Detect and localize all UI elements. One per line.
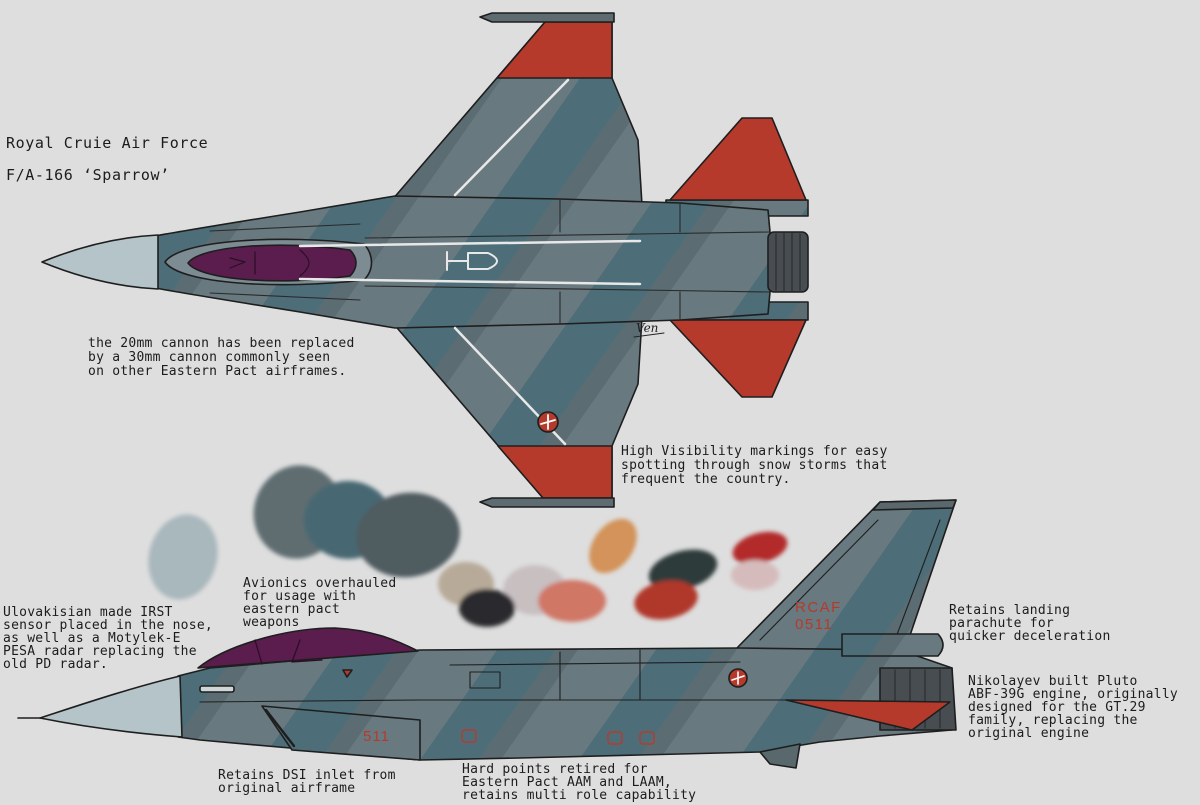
horizontal-stabilizer-upper bbox=[669, 117, 807, 201]
annotation-line: Retains landing bbox=[949, 603, 1071, 618]
dsi-intake bbox=[261, 705, 421, 761]
warning-marker bbox=[342, 669, 353, 678]
intake-lip bbox=[264, 708, 296, 748]
annotation-line: family, replacing the bbox=[968, 713, 1138, 728]
white-stripe-fuselage-lower bbox=[298, 277, 642, 286]
annotation-line: as well as a Motylek-E bbox=[3, 631, 181, 646]
annotation-line: for usage with bbox=[243, 589, 357, 604]
hardpoint-marker bbox=[639, 731, 655, 745]
annotation-line: parachute for bbox=[949, 616, 1054, 631]
signature-underline bbox=[633, 332, 665, 338]
rudder-line bbox=[759, 519, 941, 649]
spine-marking bbox=[446, 251, 498, 271]
annotation-line: the 20mm cannon has been replaced bbox=[88, 336, 355, 351]
canopy-side bbox=[197, 627, 419, 669]
annotation-line: original engine bbox=[968, 726, 1090, 741]
color-swatch bbox=[731, 560, 779, 590]
white-stripe-fuselage-upper bbox=[298, 239, 642, 248]
color-palette bbox=[148, 465, 788, 627]
panel-lines bbox=[209, 198, 771, 325]
ejection-seat bbox=[229, 249, 310, 277]
annotation-line: Ulovakisian made IRST bbox=[3, 605, 173, 620]
annotation-line: sensor placed in the nose, bbox=[3, 618, 213, 633]
annotation-inlet: Retains DSI inlet from original airframe bbox=[218, 769, 396, 795]
color-swatch bbox=[356, 492, 460, 578]
annotation-line: retains multi role capability bbox=[462, 788, 697, 803]
horizontal-stabilizer-side bbox=[785, 699, 951, 731]
hardpoint-marker bbox=[461, 729, 477, 743]
artist-signature: Ven bbox=[636, 321, 658, 335]
color-swatch bbox=[459, 589, 515, 627]
annotation-line: Avionics overhauled bbox=[243, 576, 397, 591]
hardpoint-marker bbox=[607, 731, 623, 745]
annotation-line: designed for the GT.29 bbox=[968, 700, 1146, 715]
annotation-avionics: Avionics overhauled for usage with easte… bbox=[243, 577, 396, 629]
annotation-line: old PD radar. bbox=[3, 657, 108, 672]
side-panel-lines bbox=[199, 649, 791, 703]
annotation-line: ABF-39G engine, originally bbox=[968, 687, 1178, 702]
wingtip-red-lower bbox=[497, 445, 613, 499]
nose-radome-side bbox=[39, 675, 183, 738]
tail-serial: 0511 bbox=[795, 616, 833, 633]
irst-sensor bbox=[199, 685, 235, 693]
annotation-line: Eastern Pact AAM and LAAM, bbox=[462, 775, 672, 790]
annotation-line: weapons bbox=[243, 615, 300, 630]
color-swatch bbox=[148, 514, 218, 600]
parachute-housing bbox=[841, 633, 944, 657]
annotation-cannon: the 20mm cannon has been replaced by a 3… bbox=[88, 337, 355, 379]
annotation-line: Hard points retired for bbox=[462, 762, 648, 777]
nozzle-petals-side bbox=[894, 669, 941, 729]
nozzle-petals bbox=[775, 232, 801, 292]
annotation-irst: Ulovakisian made IRST sensor placed in t… bbox=[3, 606, 213, 671]
top-view-aircraft: Ven bbox=[41, 12, 809, 508]
tail-code: RCAF bbox=[795, 599, 842, 616]
side-view-aircraft: RCAF 0511 511 bbox=[17, 499, 957, 769]
annotation-engine: Nikolayev built Pluto ABF-39G engine, or… bbox=[968, 675, 1178, 740]
wingtip-red-upper bbox=[496, 21, 613, 79]
annotation-line: quicker deceleration bbox=[949, 629, 1111, 644]
annotation-line: Retains DSI inlet from bbox=[218, 768, 396, 783]
color-swatch bbox=[732, 531, 788, 565]
air-force-name: Royal Cruie Air Force bbox=[6, 134, 209, 152]
color-swatch bbox=[538, 580, 606, 622]
annotation-parachute: Retains landing parachute for quicker de… bbox=[949, 604, 1111, 643]
annotation-line: on other Eastern Pact airframes. bbox=[88, 364, 347, 379]
roundel-emblem bbox=[540, 414, 556, 430]
aircraft-designation: F/A-166 ‘Sparrow’ bbox=[6, 166, 170, 184]
roundel-emblem-side bbox=[731, 671, 745, 685]
annotation-line: PESA radar replacing the bbox=[3, 644, 197, 659]
annotation-line: eastern pact bbox=[243, 602, 340, 617]
annotation-line: High Visibility markings for easy bbox=[621, 444, 888, 459]
annotation-line: Nikolayev built Pluto bbox=[968, 674, 1138, 689]
engine-nozzle-top bbox=[767, 231, 809, 293]
color-swatch bbox=[648, 549, 718, 591]
annotation-hardpoints: Hard points retired for Eastern Pact AAM… bbox=[462, 763, 696, 802]
nose-number: 511 bbox=[363, 728, 390, 745]
wingtip-rail-lower bbox=[479, 497, 615, 508]
wingtip-rail-upper bbox=[479, 12, 615, 23]
canopy-top bbox=[187, 244, 357, 282]
nose-radome-top bbox=[41, 234, 159, 290]
canopy-frame bbox=[254, 639, 323, 665]
color-swatch bbox=[634, 580, 698, 620]
annotation-line: by a 30mm cannon commonly seen bbox=[88, 350, 331, 365]
annotation-markings: High Visibility markings for easy spotti… bbox=[621, 445, 888, 487]
ventral-fin bbox=[759, 743, 801, 769]
color-swatch bbox=[589, 518, 637, 574]
annotation-line: original airframe bbox=[218, 781, 356, 796]
white-stripe-wing-upper bbox=[453, 78, 570, 197]
horizontal-stabilizer-lower bbox=[669, 319, 807, 398]
annotation-line: frequent the country. bbox=[621, 472, 791, 487]
annotation-line: spotting through snow storms that bbox=[621, 458, 888, 473]
tail-cap bbox=[872, 499, 957, 511]
